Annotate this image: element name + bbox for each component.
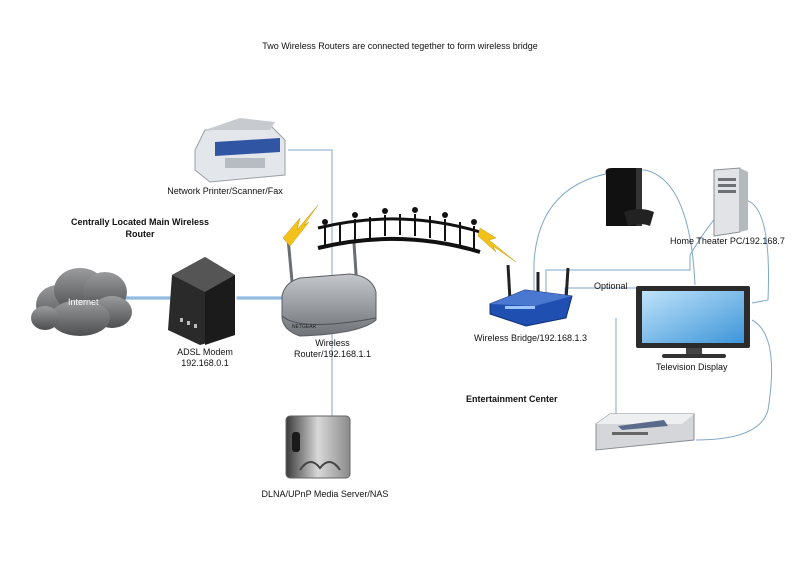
bridge-illustration <box>317 207 481 254</box>
svg-text:NETGEAR: NETGEAR <box>292 324 317 330</box>
internet-label: Internet <box>68 297 99 307</box>
dvd-player-icon <box>595 413 695 451</box>
network-printer-icon <box>194 118 286 183</box>
main-router-heading: Centrally Located Main Wireless Router <box>71 217 209 239</box>
internet-cloud-icon <box>31 268 132 336</box>
tv-label: Television Display <box>656 362 728 372</box>
media-server-nas-icon <box>285 415 351 479</box>
television-icon <box>636 286 750 358</box>
nas-label: DLNA/UPnP Media Server/NAS <box>261 489 389 499</box>
ps3-tv-line <box>644 169 696 286</box>
diagram-title: Two Wireless Routers are connected teget… <box>262 41 538 51</box>
tv-dvd-line <box>695 319 773 441</box>
game-console-icon <box>605 168 654 226</box>
wireless-bridge-icon <box>489 264 573 327</box>
entertainment-center-heading: Entertainment Center <box>466 394 558 404</box>
adsl-modem-icon <box>168 257 235 345</box>
bridge-label: Wireless Bridge/192.168.1.3 <box>474 333 588 343</box>
htpc-tower-icon <box>713 167 748 237</box>
lightning-left-icon <box>282 204 319 247</box>
htpc-tv-line <box>744 199 769 304</box>
wireless-router-icon: NETGEAR <box>281 237 377 337</box>
htpc-label: Home Theater PC/192.168.7 <box>670 236 785 246</box>
adsl-modem-label: ADSL Modem 192.168.0.1 <box>177 347 233 368</box>
lightning-right-icon <box>477 227 517 263</box>
optional-label: Optional <box>594 281 628 291</box>
printer-label: Network Printer/Scanner/Fax <box>167 186 283 196</box>
router-label: Wireless Router/192.168.1.1 <box>293 338 372 359</box>
